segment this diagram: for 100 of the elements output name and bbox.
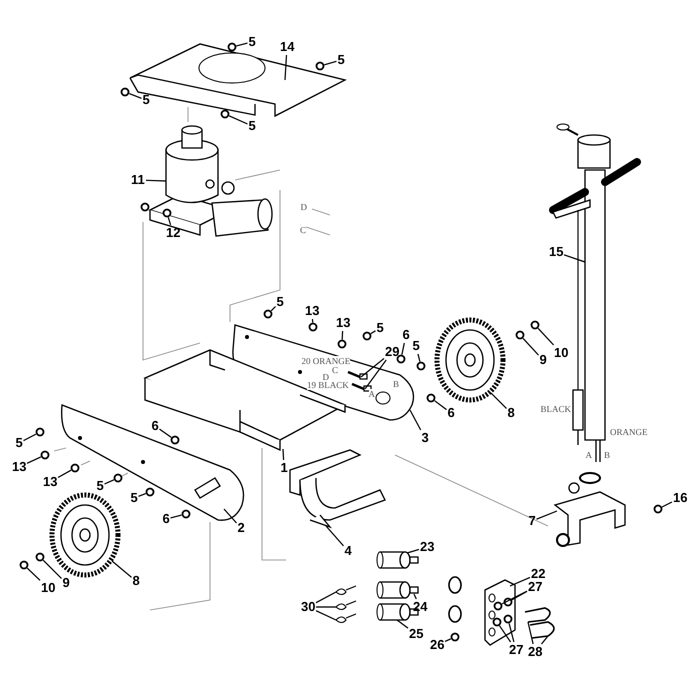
callout-number: 27 <box>509 643 524 657</box>
wire-label: C <box>332 365 338 375</box>
callout-number: 6 <box>162 512 170 526</box>
leader-line <box>282 448 284 460</box>
leader-line <box>508 623 514 642</box>
callout-number: 11 <box>131 173 145 187</box>
pin-drawing <box>376 551 419 569</box>
leader-line <box>360 358 384 378</box>
wire-label: BLACK <box>540 404 572 414</box>
callout-number: 1 <box>280 461 288 475</box>
leader-line <box>284 54 288 80</box>
leader-line <box>662 501 672 508</box>
callout-number: 29 <box>385 345 400 359</box>
nut-drawing <box>20 560 28 570</box>
leader-line <box>316 591 336 604</box>
callout-number: 13 <box>305 304 320 318</box>
leader-line <box>409 410 422 430</box>
leader-line <box>499 625 512 642</box>
callout-number: 9 <box>62 576 70 590</box>
callout-number: 26 <box>430 638 444 652</box>
leader-line <box>159 428 172 438</box>
screw-drawing <box>170 436 180 444</box>
callout-number: 6 <box>152 419 159 433</box>
leader-line <box>26 456 42 464</box>
leader-line <box>370 330 376 334</box>
callout-number: 2 <box>238 521 245 535</box>
callout-number: 6 <box>402 328 410 342</box>
wire-label: B <box>604 450 610 460</box>
leader-line <box>502 590 528 604</box>
leader-line <box>312 318 314 323</box>
wire-label: ORANGE <box>610 427 648 437</box>
bolt-drawing <box>308 322 318 332</box>
leader-line <box>316 606 336 608</box>
saddle-bracket-drawing <box>289 449 386 528</box>
leader-line <box>270 306 276 312</box>
leader-line <box>396 620 408 629</box>
leader-line <box>168 217 172 226</box>
callout-number: 5 <box>96 479 104 493</box>
screw-drawing <box>396 354 406 364</box>
callout-number: 10 <box>41 581 56 595</box>
washer-drawing <box>450 632 460 642</box>
leader-line <box>541 636 548 644</box>
screw-drawing <box>182 510 190 518</box>
leader-line <box>434 400 447 410</box>
callout-number: 5 <box>248 119 256 133</box>
leader-line <box>413 594 417 600</box>
leader-line <box>406 548 420 554</box>
leader-line <box>417 354 420 362</box>
leader-line <box>316 610 336 621</box>
callout-number: 8 <box>132 574 140 588</box>
leader-line <box>58 470 72 478</box>
leader-line <box>104 479 114 485</box>
callout-number: 13 <box>12 460 26 474</box>
leader-line <box>112 560 132 578</box>
bolt-drawing <box>338 340 346 348</box>
leader-line <box>490 392 507 409</box>
leader-line <box>444 638 452 642</box>
washer-drawing <box>36 552 44 562</box>
nut-drawing <box>530 320 540 330</box>
screw-drawing <box>316 62 324 70</box>
callout-number: 7 <box>528 514 536 528</box>
leader-line <box>128 93 142 99</box>
callout-number: 5 <box>142 93 150 107</box>
leader-line <box>512 590 528 600</box>
callout-number: 5 <box>338 53 345 67</box>
washer-drawing <box>516 330 524 340</box>
clip-drawing <box>335 600 357 610</box>
callout-number: 25 <box>409 627 424 641</box>
wire-label: 19 BLACK <box>307 380 349 390</box>
wire-label: A <box>586 450 592 460</box>
callout-number: 5 <box>412 339 420 353</box>
leader-line <box>170 514 182 518</box>
callout-number: 13 <box>43 475 58 489</box>
screw-drawing <box>220 110 230 118</box>
wire-label: C <box>300 225 306 235</box>
callout-number: 15 <box>549 245 564 259</box>
leader-line <box>236 42 248 46</box>
bolt-drawing <box>426 394 436 402</box>
leader-line <box>342 330 344 340</box>
leader-line <box>228 115 248 125</box>
screw-drawing <box>114 474 122 482</box>
bolt-drawing <box>70 464 80 472</box>
wheel-drawing <box>50 492 120 578</box>
handle-base-drawing <box>554 472 626 547</box>
leader-line <box>401 342 405 355</box>
leader-line <box>326 526 344 546</box>
leader-line <box>146 180 166 182</box>
screw-drawing <box>416 362 426 370</box>
callout-number: 4 <box>344 544 352 558</box>
leader-line <box>536 510 558 520</box>
bolt-drawing <box>40 450 50 460</box>
callout-number: 5 <box>248 35 256 49</box>
leader-line <box>510 576 530 587</box>
callout-number: 13 <box>336 316 350 330</box>
callout-number: 6 <box>448 406 455 420</box>
wire-drawing <box>352 382 372 392</box>
leader-line <box>224 508 237 524</box>
callout-number: 16 <box>673 491 688 505</box>
callout-number: 30 <box>301 600 316 614</box>
u-bolt-drawing <box>524 607 551 623</box>
